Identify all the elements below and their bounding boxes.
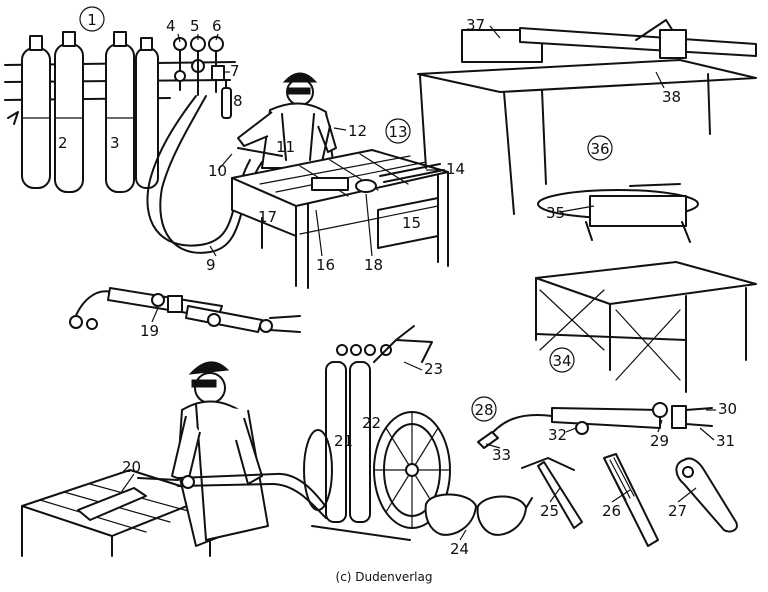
label-31: 31	[716, 432, 735, 450]
label-27: 27	[668, 502, 687, 520]
cylinder-1a	[21, 35, 51, 189]
label-5: 5	[190, 17, 200, 35]
flashback-arrestor-7	[211, 65, 225, 81]
label-38: 38	[662, 88, 681, 106]
cutting-torch-28	[477, 402, 713, 449]
cylinder-cart-21	[303, 325, 451, 541]
copyright-credit: (c) Dudenverlag	[335, 570, 433, 584]
cutting-machine-34	[535, 183, 757, 393]
cylinder-3b	[135, 37, 159, 189]
leader-lines	[119, 25, 716, 541]
label-30: 30	[718, 400, 737, 418]
cylinder-3	[105, 31, 135, 193]
label-15: 15	[402, 214, 421, 232]
label-24: 24	[450, 540, 469, 558]
valve-4	[173, 37, 187, 91]
chipping-hammer-25	[521, 457, 583, 529]
welder-11	[237, 72, 337, 169]
label-25: 25	[540, 502, 559, 520]
label-21: 21	[334, 432, 353, 450]
label-3: 3	[110, 134, 120, 152]
label-6: 6	[212, 17, 222, 35]
label-33: 33	[492, 446, 511, 464]
gas-cylinder-battery	[4, 31, 263, 254]
label-10: 10	[208, 162, 227, 180]
label-36: 36	[590, 140, 609, 158]
welder-with-cart	[21, 325, 451, 557]
label-4: 4	[166, 17, 176, 35]
label-37: 37	[466, 16, 485, 34]
label-28: 28	[474, 401, 493, 419]
welder-figure	[171, 361, 269, 547]
label-23: 23	[424, 360, 443, 378]
welder-at-welding-table	[231, 72, 449, 289]
cylinder-2	[54, 31, 84, 193]
label-26: 26	[602, 502, 621, 520]
label-34: 34	[552, 352, 571, 370]
label-18: 18	[364, 256, 383, 274]
label-19: 19	[140, 322, 159, 340]
label-35: 35	[546, 204, 565, 222]
wire-brush-26	[603, 453, 659, 547]
label-11: 11	[276, 138, 295, 156]
portal-cutting-machine-37	[417, 19, 757, 215]
spark-lighter-27	[675, 457, 738, 533]
label-14: 14	[446, 160, 465, 178]
pressure-gauge-6	[208, 36, 224, 93]
label-1: 1	[87, 11, 97, 29]
label-16: 16	[316, 256, 335, 274]
hydraulic-valve-8	[221, 79, 232, 119]
label-22: 22	[362, 414, 381, 432]
label-17: 17	[258, 208, 277, 226]
goggles-24	[424, 493, 533, 536]
label-8: 8	[233, 92, 243, 110]
welding-bench-13	[231, 149, 449, 289]
label-2: 2	[58, 134, 68, 152]
number-labels: 1 2 3 4 5 6 7 8 9 10 11 12 13 14 15 16 1…	[58, 6, 737, 558]
label-32: 32	[548, 426, 567, 444]
label-12: 12	[348, 122, 367, 140]
machine-head-35	[537, 183, 699, 243]
torch-19	[69, 287, 301, 333]
label-7: 7	[230, 62, 240, 80]
label-9: 9	[206, 256, 216, 274]
pressure-regulator-5	[190, 36, 206, 96]
label-13: 13	[388, 123, 407, 141]
label-20: 20	[122, 458, 141, 476]
label-29: 29	[650, 432, 669, 450]
